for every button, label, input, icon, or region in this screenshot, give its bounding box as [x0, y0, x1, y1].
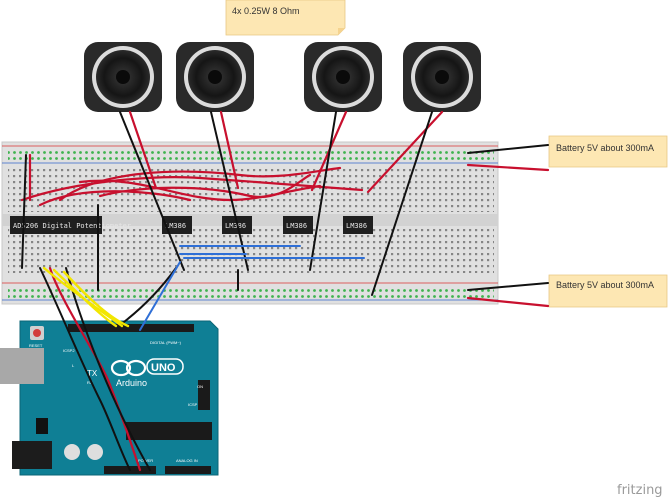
chip-lm386-1-label: LM386 [165, 222, 186, 230]
wire-yellow-2 [52, 268, 118, 328]
speaker-3 [304, 42, 382, 112]
digital-label: DIGITAL (PWM~) [150, 340, 182, 345]
top-power-rail [8, 149, 494, 161]
digital-header [68, 324, 194, 332]
wire-blue-4 [139, 261, 181, 331]
wire-black-left-1 [21, 154, 27, 269]
arduino-logo [110, 359, 147, 377]
capacitor-2 [87, 444, 103, 460]
power-jack [12, 441, 52, 469]
icsp-label: ICSP [188, 402, 198, 407]
speaker-4 [403, 42, 481, 112]
uno-logo-text: UNO [151, 362, 176, 374]
reset-label: RESET [29, 343, 43, 348]
tx-label: TX [87, 369, 98, 378]
battery-note-bottom: Battery 5V about 300mA [548, 274, 668, 308]
wire-black-speaker1 [119, 111, 185, 271]
chip-digital-potentiometer: AD5206 Digital Potentiometer [10, 216, 131, 234]
speaker-2 [176, 42, 254, 112]
speaker-note: 4x 0.25W 8 Ohm [225, 0, 346, 36]
battery-note-top-text: Battery 5V about 300mA [556, 143, 654, 153]
rx-label: RX [87, 380, 93, 385]
arduino-name: Arduino [116, 378, 147, 388]
wire-red-arduino-power [48, 266, 142, 472]
icsp-header [198, 380, 210, 410]
wire-yellow-3 [62, 270, 130, 328]
chip-lm386-4: LM386 [343, 216, 373, 234]
wire-black-battery-top [467, 144, 549, 154]
wire-black-speaker2 [210, 111, 249, 271]
speaker-1 [84, 42, 162, 112]
wire-red-battery-bottom [466, 296, 550, 308]
wire-black-battery-bottom [467, 282, 549, 291]
speaker-note-text: 4x 0.25W 8 Ohm [232, 6, 300, 16]
arduino-uno: RESET DIGITAL (PWM~) ICSP2 TX Arduino UN… [0, 320, 219, 476]
wire-black-arduino-gnd-1 [39, 267, 131, 471]
analog-header [165, 466, 211, 474]
blue-wires [139, 245, 365, 331]
battery-note-top: Battery 5V about 300mA [548, 135, 668, 168]
chip-lm386-2-label: LM386 [225, 222, 246, 230]
wire-black-arduino-gnd-2 [119, 267, 177, 326]
chip-lm386-1: LM386 [162, 216, 192, 234]
battery-note-bottom-text: Battery 5V about 300mA [556, 280, 654, 290]
fritzing-watermark: fritzing [617, 483, 663, 498]
l-label: L [72, 363, 75, 368]
capacitor-1 [64, 444, 80, 460]
wire-red-rail-4 [98, 173, 312, 199]
reset-button-cap[interactable] [33, 329, 41, 337]
wire-red-speaker1 [128, 110, 158, 190]
yellow-wires [42, 266, 130, 328]
chip-pot-label: AD5206 Digital Potentiometer [13, 222, 131, 230]
microcontroller-chip [126, 422, 212, 440]
wire-red-speaker4 [366, 110, 444, 194]
wire-black-speaker4 [371, 111, 433, 296]
terminal-strip-upper [8, 168, 494, 212]
wire-red-rail-1 [20, 176, 364, 202]
chip-lm386-3-label: LM386 [286, 222, 307, 230]
wire-red-battery-top [466, 163, 550, 172]
terminal-strip-lower [8, 229, 494, 273]
voltage-regulator [36, 418, 48, 434]
on-label: ON [197, 384, 203, 389]
chip-lm386-3: LM386 [283, 216, 313, 234]
icsp2-label: ICSP2 [63, 348, 75, 353]
chip-lm386-4-label: LM386 [346, 222, 367, 230]
wire-red-rail-5 [78, 179, 322, 202]
wire-red-rail-2 [38, 190, 192, 207]
analog-label: ANALOG IN [176, 458, 198, 463]
wire-black-speaker3 [309, 111, 337, 271]
usb-port [0, 348, 44, 384]
